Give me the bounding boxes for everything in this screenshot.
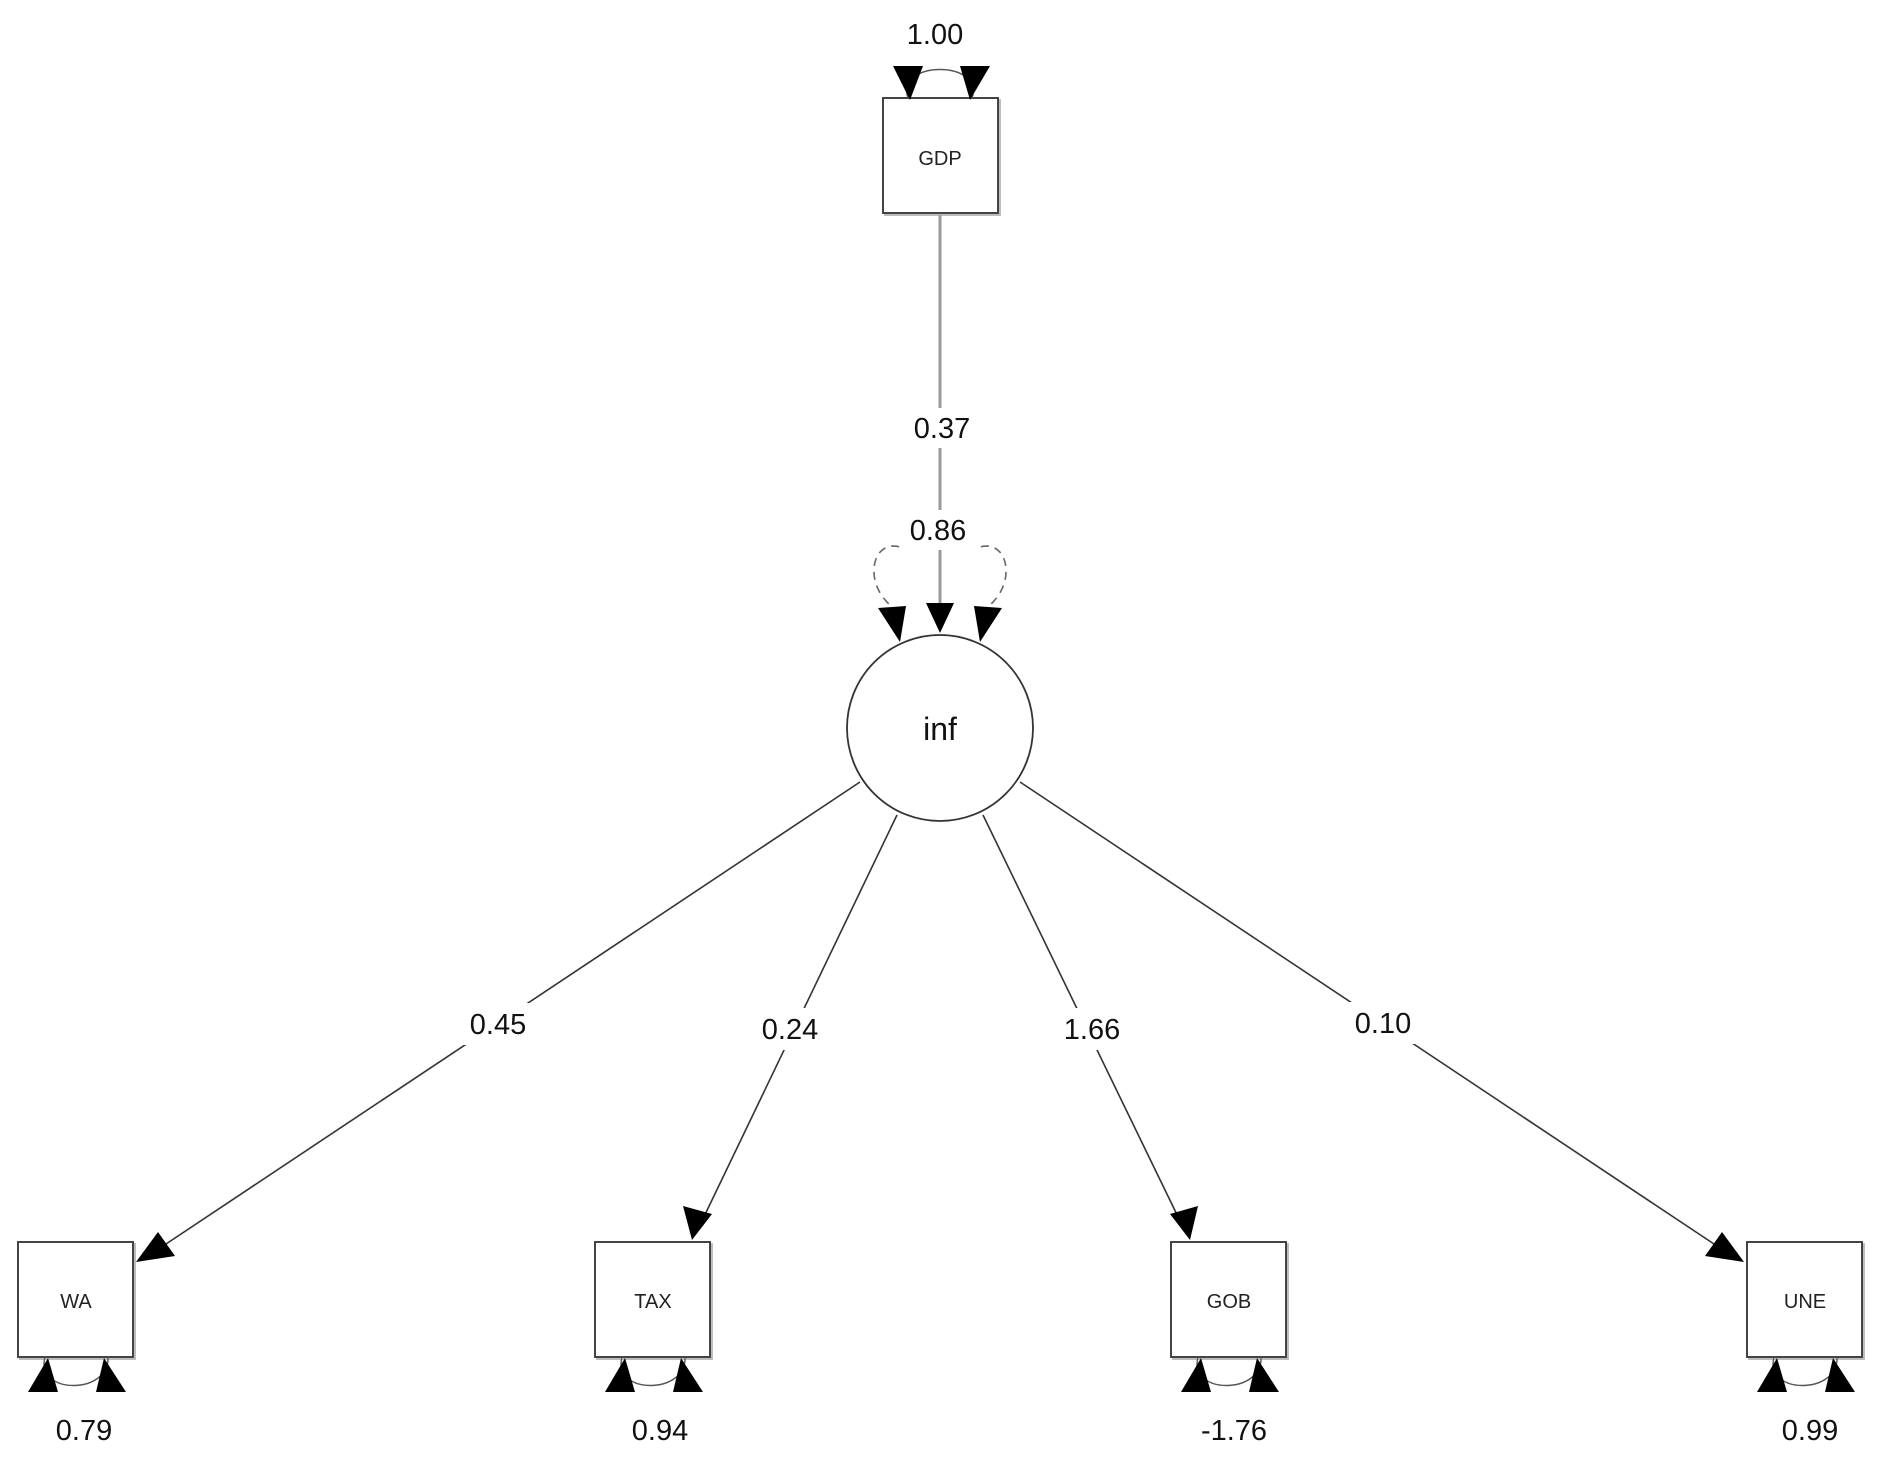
arrow-head <box>28 1358 58 1392</box>
arrow-head <box>1170 1206 1198 1240</box>
arrow-head <box>893 66 923 100</box>
arrow-head <box>1181 1358 1211 1392</box>
variance-label-wa: 0.79 <box>56 1415 112 1447</box>
node-gob: GOB <box>1170 1241 1289 1360</box>
arrow-head <box>683 1206 712 1240</box>
node-gob-label: GOB <box>1207 1291 1251 1313</box>
variance-loop-gdp: 1.00 <box>893 19 990 100</box>
node-gdp-label: GDP <box>918 148 961 170</box>
edge-gdp-inf: 0.37 <box>905 215 979 633</box>
edge-label-inf-wa: 0.45 <box>470 1009 526 1041</box>
arrow-head <box>1249 1358 1279 1392</box>
edge-inf-gob: 1.66 <box>982 814 1198 1240</box>
node-inf: inf <box>846 634 1034 822</box>
arrow-head <box>605 1358 635 1392</box>
arrow-head <box>960 66 990 100</box>
edge-inf-une: 0.10 <box>1019 781 1744 1262</box>
arrow-head <box>673 1358 703 1392</box>
variance-loop-tax: 0.94 <box>605 1356 703 1447</box>
arrow-head <box>974 606 1002 642</box>
variance-label-gdp: 1.00 <box>907 19 963 51</box>
variance-loop-inf: 0.86 <box>873 510 1007 642</box>
variance-label-une: 0.99 <box>1782 1415 1838 1447</box>
variance-label-tax: 0.94 <box>632 1415 688 1447</box>
node-gdp: GDP <box>882 97 1001 216</box>
variance-loop-gob: -1.76 <box>1181 1356 1279 1447</box>
node-tax-label: TAX <box>634 1291 671 1313</box>
node-wa-label: WA <box>60 1291 92 1313</box>
arrow-head <box>1705 1232 1744 1262</box>
variance-label-gob: -1.76 <box>1201 1415 1267 1447</box>
edge-inf-wa: 0.45 <box>136 781 861 1262</box>
variance-loop-une: 0.99 <box>1757 1356 1855 1447</box>
edge-inf-tax: 0.24 <box>683 814 898 1240</box>
variance-label-inf: 0.86 <box>910 515 966 547</box>
arrow-head <box>136 1232 175 1262</box>
edge-label-inf-tax: 0.24 <box>762 1014 818 1046</box>
edge-label-inf-une: 0.10 <box>1355 1008 1411 1040</box>
node-une: UNE <box>1746 1241 1865 1360</box>
edge-label-inf-gob: 1.66 <box>1064 1014 1120 1046</box>
node-inf-label: inf <box>923 711 957 747</box>
arrow-head <box>926 603 954 633</box>
arrow-head <box>1825 1358 1855 1392</box>
node-wa: WA <box>17 1241 136 1360</box>
edge-label-gdp-inf: 0.37 <box>914 413 970 445</box>
variance-loop-wa: 0.79 <box>28 1356 126 1447</box>
arrow-head <box>1757 1358 1787 1392</box>
node-tax: TAX <box>594 1241 713 1360</box>
node-une-label: UNE <box>1784 1291 1826 1313</box>
arrow-head <box>878 606 906 642</box>
arrow-head <box>96 1358 126 1392</box>
